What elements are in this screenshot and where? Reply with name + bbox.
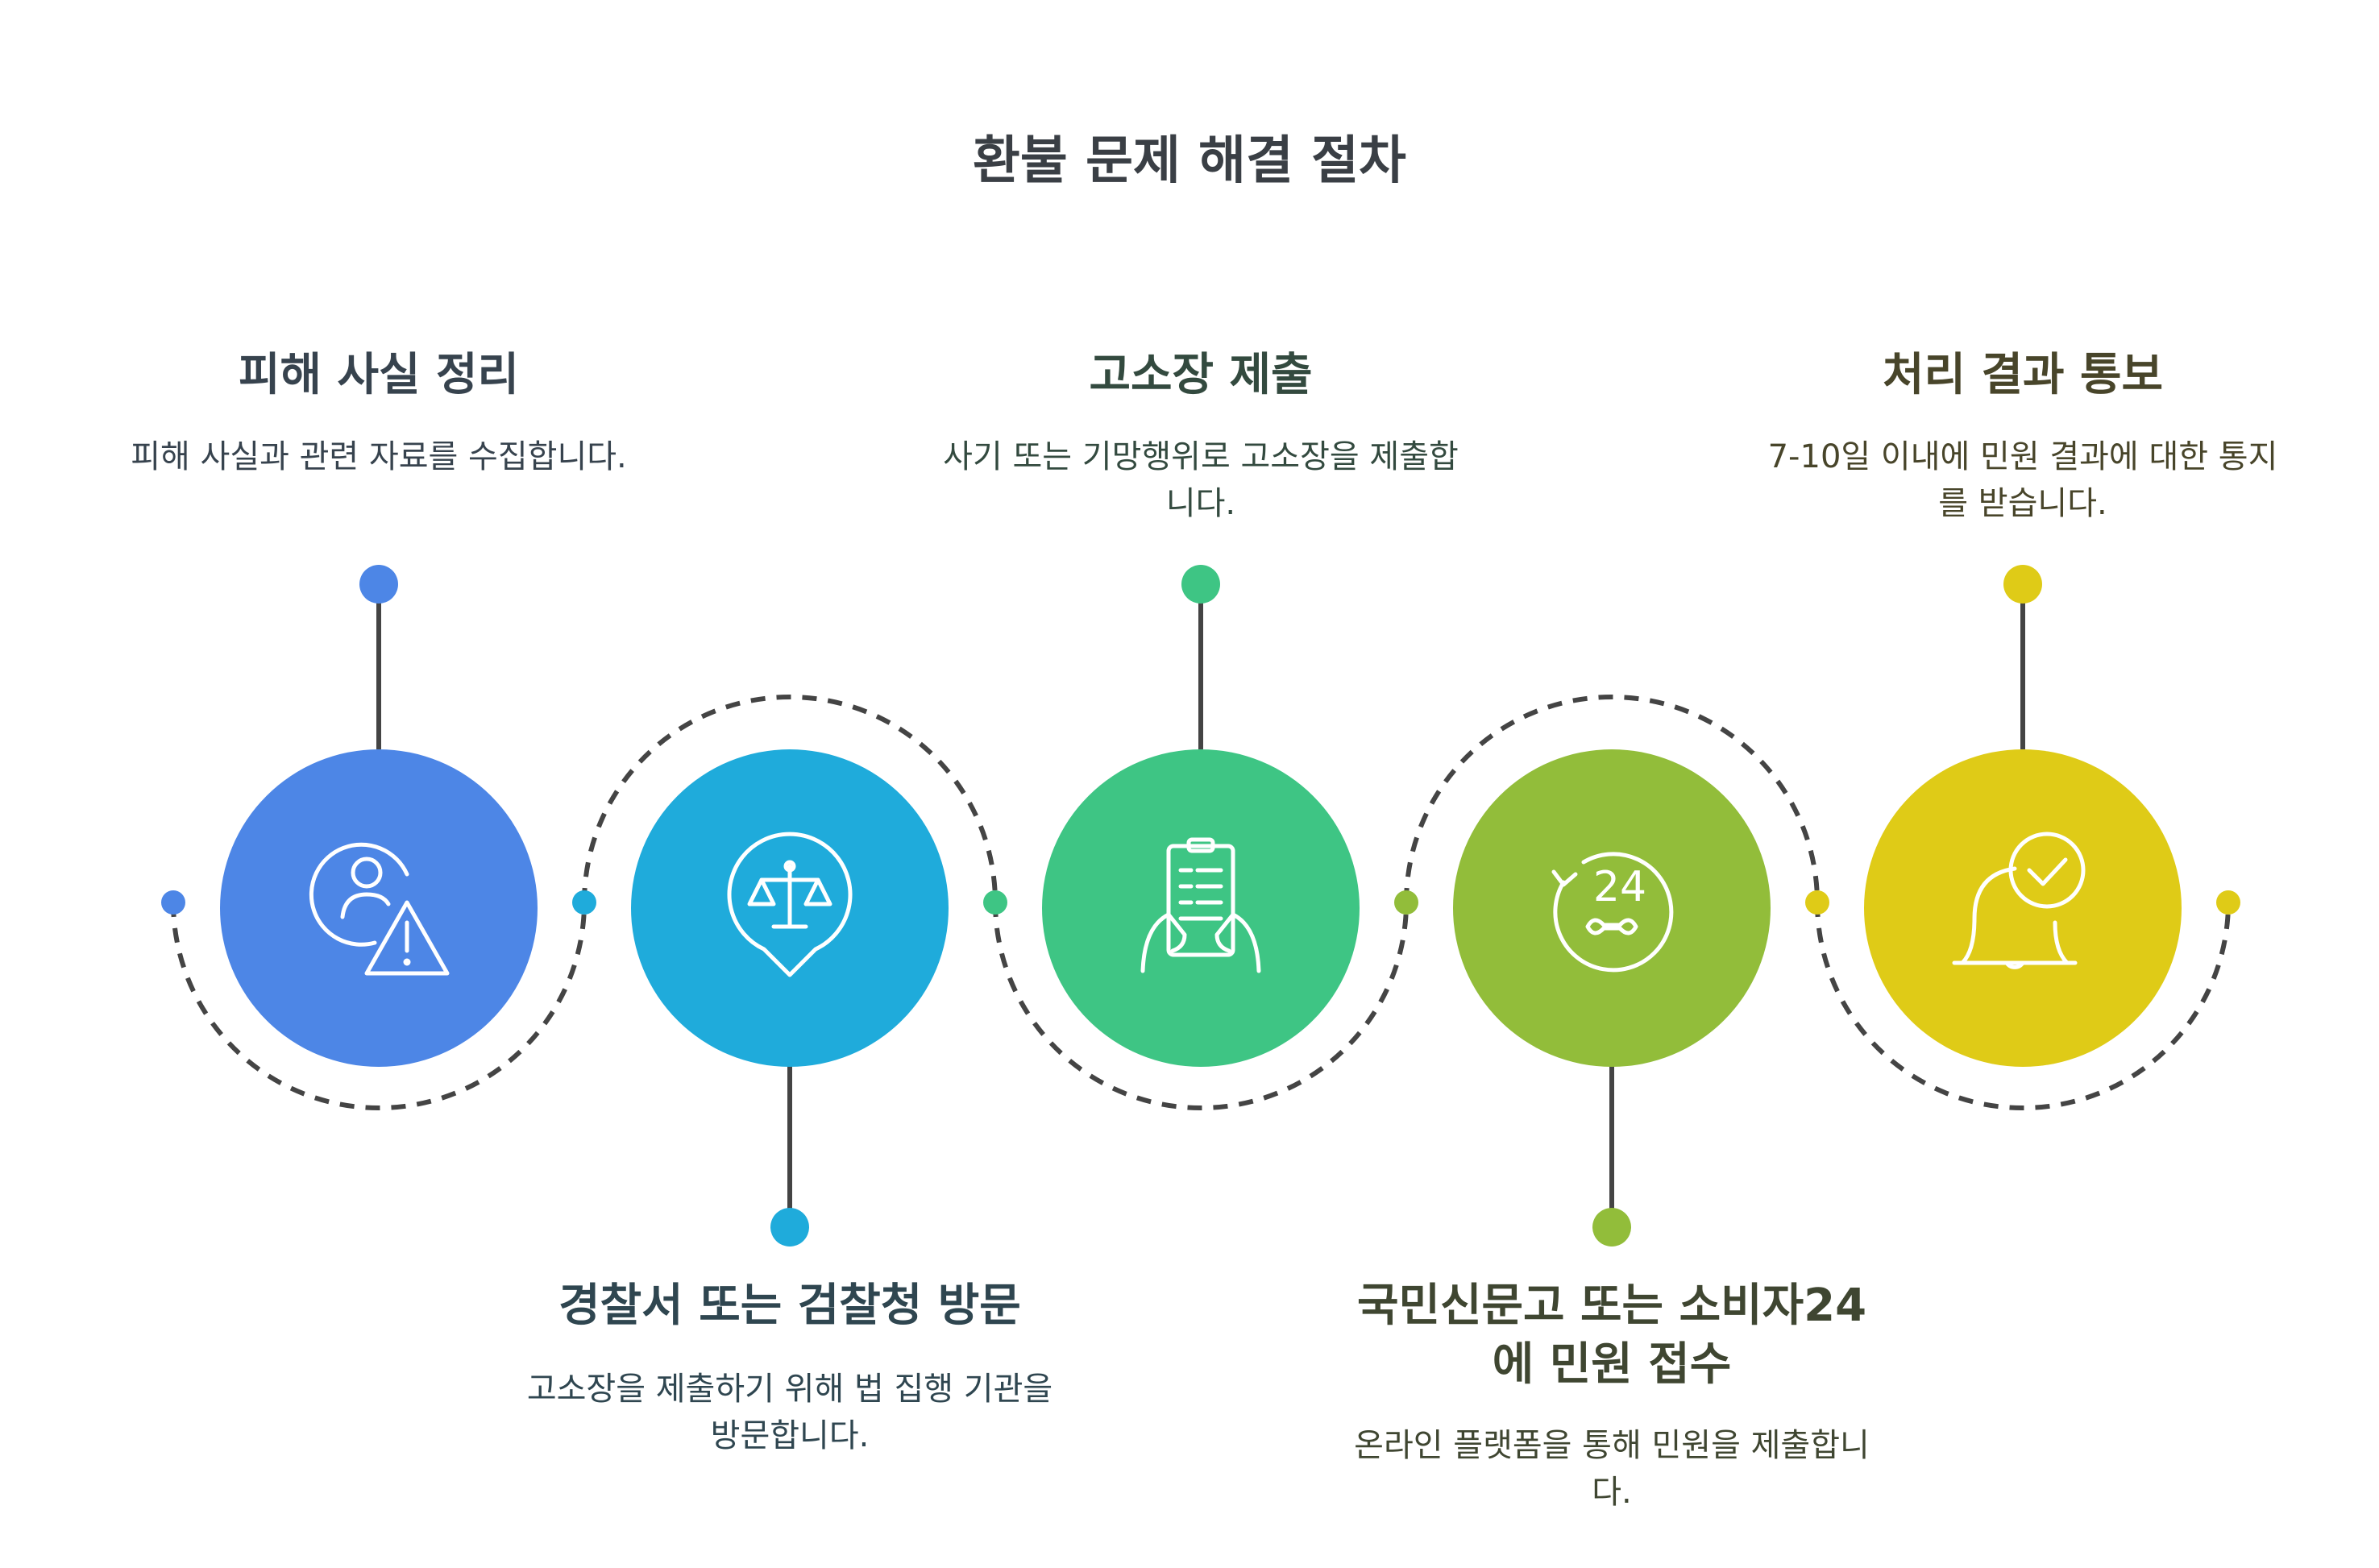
step-3-description: 사기 또는 기망행위로 고소장을 제출합니다. — [943, 438, 1459, 522]
dashed-connector-5 — [1815, 902, 2231, 1110]
step-2-description: 고소장을 제출하기 위해 법 집행 기관을 방문합니다. — [526, 1371, 1053, 1454]
junction-dot-6 — [2216, 890, 2240, 915]
step-circle-5 — [1864, 749, 2182, 1067]
step-5-description: 7-10일 이내에 민원 결과에 대한 통지를 받습니다. — [1767, 438, 2278, 522]
step-circle-4 — [1453, 749, 1771, 1067]
stem-dot-3 — [1181, 565, 1220, 604]
step-4-title: 국민신문고 또는 소비자24에 민원 접수 — [1356, 1280, 1867, 1391]
stem-dot-1 — [359, 565, 398, 604]
junction-dot-3 — [983, 890, 1007, 915]
bell-check-icon — [1952, 832, 2086, 969]
step-2-title: 경찰서 또는 검찰청 방문 — [558, 1280, 1021, 1332]
junction-dot-4 — [1394, 890, 1418, 915]
24h-service-icon: 24 — [1551, 852, 1674, 973]
junction-dot-2 — [572, 890, 596, 915]
stem-dot-5 — [2003, 565, 2042, 604]
person-warning-icon — [309, 842, 450, 976]
step-3-title: 고소장 제출 — [1089, 349, 1313, 401]
dashed-connector-1 — [171, 902, 587, 1110]
page-title: 환불 문제 해결 절차 — [973, 131, 1406, 191]
step-circle-1 — [220, 749, 538, 1067]
svg-text:24: 24 — [1593, 863, 1646, 911]
dashed-connector-4 — [1404, 695, 1820, 903]
dashed-connector-3 — [993, 902, 1409, 1110]
stem-dot-2 — [770, 1208, 809, 1247]
junction-dot-1 — [161, 890, 185, 915]
step-circle-3 — [1042, 749, 1360, 1067]
dashed-connector-2 — [582, 695, 998, 903]
step-4-description: 온라인 플랫폼을 통해 민원을 제출합니다. — [1354, 1427, 1870, 1511]
document-hands-icon — [1140, 837, 1261, 973]
step-1-title: 피해 사실 정리 — [238, 349, 520, 401]
stem-dot-4 — [1592, 1208, 1631, 1247]
step-1-description: 피해 사실과 관련 자료를 수집합니다. — [131, 438, 627, 475]
junction-dot-5 — [1805, 890, 1829, 915]
step-5-title: 처리 결과 통보 — [1882, 349, 2164, 401]
scales-location-icon — [727, 832, 853, 977]
